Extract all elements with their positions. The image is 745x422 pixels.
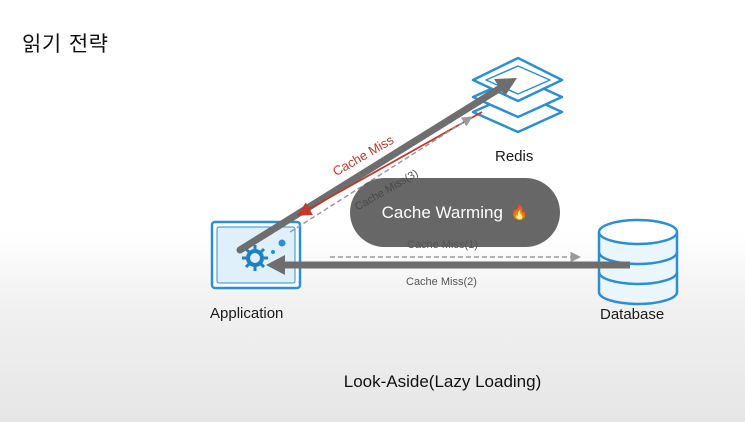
cache-miss-2-label: Cache Miss(2) xyxy=(406,276,477,288)
slide-title: 읽기 전략 xyxy=(22,32,109,56)
database-label: Database xyxy=(600,306,665,323)
cache-warming-pill: Cache Warming 🔥 xyxy=(350,178,560,247)
cache-warming-text: Cache Warming xyxy=(381,202,503,222)
cache-miss-red-arrow xyxy=(296,111,483,216)
database-icon xyxy=(597,218,679,306)
cache-miss-1-label: Cache Miss(1) xyxy=(407,239,478,251)
application-label: Application xyxy=(210,305,284,322)
redis-label: Redis xyxy=(495,148,534,165)
cache-miss-3-dashed-arrow xyxy=(289,116,473,233)
flame-icon: 🔥 xyxy=(510,204,529,220)
app-to-redis-arrowhead xyxy=(494,78,517,96)
diagram-caption: Look-Aside(Lazy Loading) xyxy=(343,372,542,391)
application-icon xyxy=(210,220,302,290)
db-to-app-arrowhead xyxy=(266,255,285,275)
app-to-redis-arrow xyxy=(236,83,506,254)
